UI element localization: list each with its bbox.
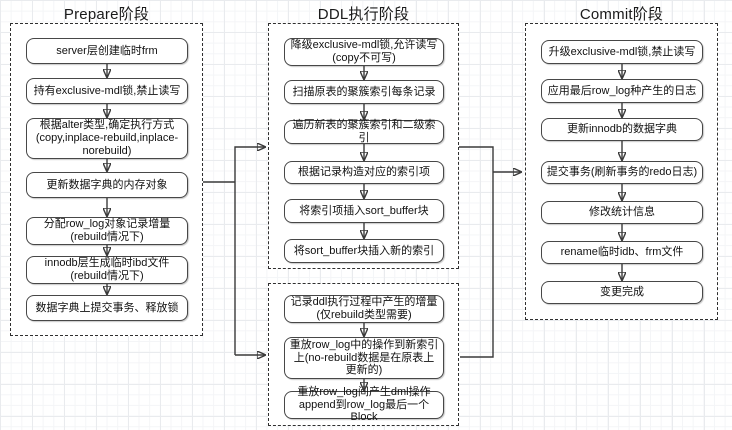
flow-step-commit-6: rename临时idb、frm文件 [541, 241, 703, 264]
flow-step-prepare-6: innodb层生成临时ibd文件(rebuild情况下) [26, 256, 188, 284]
flow-step-commit-4: 提交事务(刷新事务的redo日志) [541, 161, 703, 184]
flow-step-commit-5: 修改统计信息 [541, 201, 703, 224]
phase-connector-ddl-to-commit [459, 146, 521, 358]
flow-step-ddl-scan-2: 扫描原表的聚簇索引每条记录 [284, 80, 444, 104]
flow-step-prepare-2: 持有exclusive-mdl锁,禁止读写 [26, 78, 188, 104]
flow-step-ddl-scan-1: 降级exclusive-mdl锁,允许读写(copy不可写) [284, 38, 444, 66]
flow-step-prepare-4: 更新数据字典的内存对象 [26, 172, 188, 198]
flow-step-ddl-scan-3: 遍历新表的聚簇索引和二级索引 [284, 119, 444, 144]
flow-step-ddl-rowlog-3: 重放row_log间产生dml操作append到row_log最后一个Block [284, 386, 444, 423]
flow-step-commit-2: 应用最后row_log种产生的日志 [541, 79, 703, 103]
flow-step-ddl-rowlog-2: 重放row_log中的操作到新索引上(no-rebuild数据是在原表上更新的) [284, 337, 444, 379]
flow-step-commit-3: 更新innodb的数据字典 [541, 118, 703, 141]
flow-step-prepare-5: 分配row_log对象记录增量(rebuild情况下) [26, 217, 188, 245]
phase-title-prepare: Prepare阶段 [63, 6, 150, 23]
flow-step-ddl-rowlog-1: 记录ddl执行过程中产生的增量(仅rebuild类型需要) [284, 295, 444, 323]
flow-step-prepare-7: 数据字典上提交事务、释放锁 [26, 295, 188, 321]
flow-step-commit-7: 变更完成 [541, 281, 703, 304]
flow-step-ddl-scan-4: 根据记录构造对应的索引项 [284, 161, 444, 184]
phase-connector-prepare-to-ddl [203, 147, 265, 355]
phase-title-ddl-execute: DDL执行阶段 [317, 6, 410, 23]
phase-title-commit: Commit阶段 [579, 6, 664, 23]
flow-step-prepare-3: 根据alter类型,确定执行方式(copy,inplace-rebuild,in… [26, 118, 188, 159]
flow-step-ddl-scan-6: 将sort_buffer块插入新的索引 [284, 239, 444, 263]
flow-step-commit-1: 升级exclusive-mdl锁,禁止读写 [541, 40, 703, 64]
flow-step-prepare-1: server层创建临时frm [26, 38, 188, 64]
flow-step-ddl-scan-5: 将索引项插入sort_buffer块 [284, 199, 444, 223]
